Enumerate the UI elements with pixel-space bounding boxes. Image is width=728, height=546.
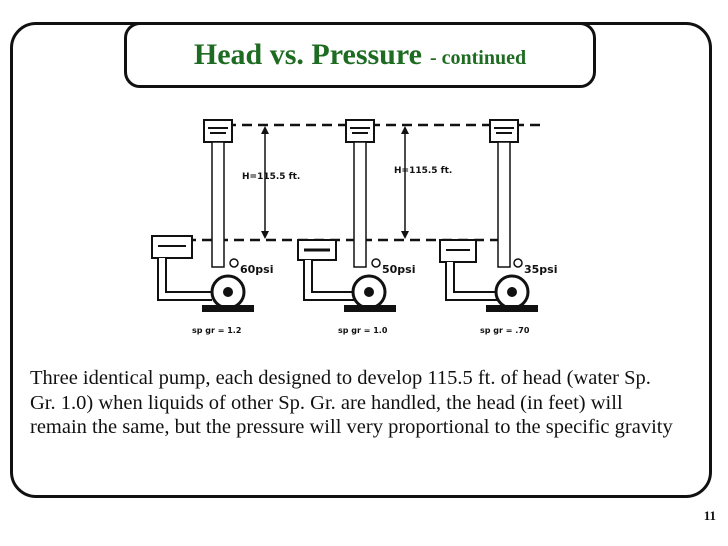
upper-tank-2: [345, 119, 375, 143]
riser-pipe-1: [211, 141, 225, 268]
pump-unit-1: 60psi sp gr = 1.2: [151, 119, 274, 335]
pressure-label-3: 35psi: [524, 263, 558, 276]
pressure-gauge-2: [371, 258, 381, 268]
pump-base-2: [344, 305, 396, 312]
page-number: 11: [703, 508, 716, 523]
riser-pipe-2: [353, 141, 367, 268]
pump-unit-2: 50psi sp gr = 1.0: [297, 119, 416, 335]
head-label-2: H=115.5 ft.: [394, 166, 452, 176]
gravity-label-2: sp gr = 1.0: [338, 326, 388, 335]
upper-tank-1: [203, 119, 233, 143]
caption-text: Three identical pump, each designed to d…: [30, 367, 673, 438]
riser-pipe-3: [497, 141, 511, 268]
gravity-label-3: sp gr = .70: [480, 326, 530, 335]
gravity-label-1: sp gr = 1.2: [192, 326, 241, 335]
title-suffix: - continued: [429, 47, 527, 69]
head-dimension-2: [401, 126, 409, 239]
pressure-gauge-3: [513, 258, 523, 268]
pump-diagram: H=115.5 ft. H=115.5 ft. 60psi sp gr = 1.…: [151, 119, 558, 335]
pressure-gauge-1: [229, 258, 239, 268]
pressure-label-1: 60psi: [240, 263, 274, 276]
pressure-label-2: 50psi: [382, 263, 416, 276]
pump-base-3: [486, 305, 538, 312]
pump-base-1: [202, 305, 254, 312]
upper-tank-3: [489, 119, 519, 143]
head-label-1: H=115.5 ft.: [242, 172, 300, 182]
title-main: Head vs. Pressure: [193, 38, 422, 71]
title-box: Head vs. Pressure - continued: [124, 22, 596, 88]
slide-title: Head vs. Pressure - continued: [194, 38, 526, 72]
head-dimension-1: [261, 126, 269, 239]
pump-unit-3: 35psi sp gr = .70: [439, 119, 558, 335]
